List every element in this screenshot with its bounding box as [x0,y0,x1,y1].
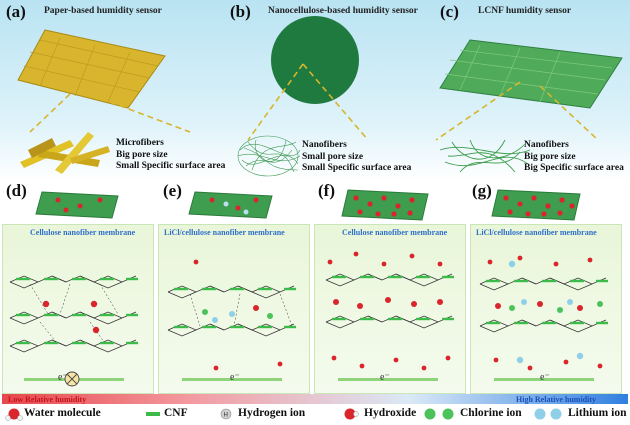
panel-a-description: Microfibers Big pore size Small Specific… [116,138,225,173]
top-illustrations [17,16,623,177]
panel-a-title: Paper-based humidity sensor [44,6,162,16]
cnf-icon [146,412,160,416]
legend-hydroxide-label: Hydroxide [364,407,417,419]
panel-d-label: (d) [6,181,27,200]
panel-g-box [470,224,622,394]
legend-chlorine-label: Chlorine ion [460,407,522,419]
panel-a-line: Small Specific surface area [116,161,226,171]
hydrogen-ion-icon: H [220,408,232,420]
panel-c-line: Nanofibers [524,140,569,150]
membrane-g [491,189,581,221]
panel-e-title: LiCl/cellulose nanofiber membrane [164,228,285,237]
panel-b-line: Nanofibers [302,140,347,150]
blocked-symbol [64,371,80,387]
panel-f-title: Cellulose nanofiber membrane [342,228,448,237]
zoom-lines-b [247,63,369,141]
structure-f [324,251,456,371]
panel-f-box [314,224,466,394]
molecular-structures [8,251,610,387]
zoom-lines-a [29,93,191,133]
panel-a-line: Big pore size [116,149,168,160]
electron-f: e⁻ [380,372,390,383]
legend-icons: H [5,408,562,421]
membrane-f [341,189,429,221]
membrane-thumbnails [35,189,581,221]
panel-f-label: (f) [318,181,335,200]
electron-d: e⁻ [58,372,68,383]
legend-cnf-label: CNF [164,407,188,419]
chlorine-ion-icon [424,408,454,420]
panel-b-line: Small Specific surface area [302,163,412,173]
panel-c-line: Big Specific surface area [524,163,624,173]
panel-c-description: Nanofibers Big pore size Big Specific su… [524,140,624,175]
panel-e-label: (e) [163,181,182,200]
hydroxide-icon [344,408,359,420]
panel-e-box [158,224,310,394]
panel-d-title: Cellulose nanofiber membrane [30,228,136,237]
panel-c-label: (c) [440,2,459,21]
structure-d [8,274,140,354]
panel-a-label: (a) [6,2,26,21]
high-humidity-label: High Relative humidity [516,395,597,404]
structure-g [478,255,610,371]
loose-nanofiber-network [439,139,531,173]
humidity-gradient-bar [2,394,628,404]
panel-g-title: LiCl/cellulose nanofiber membrane [476,228,597,237]
panel-g-label: (g) [472,181,492,200]
low-humidity-label: Low Relative humidity [8,395,87,404]
water-molecule-icon [5,408,23,421]
panel-c-title: LCNF humidity sensor [478,6,572,16]
legend-water-label: Water molecule [24,407,101,419]
microfibers-illustration [20,132,110,174]
panel-b-title: Nanocellulose-based humidity sensor [268,6,418,16]
svg-text:H: H [224,412,229,419]
nanofiber-ball [237,135,301,177]
legend-hydrogen-label: Hydrogen ion [238,407,306,419]
lcnf-mat-illustration [439,39,623,109]
electron-e: e⁻ [230,372,240,383]
legend-lithium-label: Lithium ion [568,407,627,419]
panel-b-description: Nanofibers Small pore size Small Specifi… [302,140,411,175]
membrane-e [188,191,273,219]
panel-c-line: Big pore size [524,151,576,162]
structure-e [166,259,298,371]
panel-b-line: Small pore size [302,151,364,162]
panel-b-label: (b) [230,2,251,21]
panel-a-line: Microfibers [116,138,164,148]
lithium-ion-icon [534,408,562,420]
panel-d-box [2,224,154,394]
paper-sheet-illustration [17,29,166,109]
zoom-lines-c [435,81,599,141]
electron-g: e⁻ [540,372,550,383]
conduction-lines [24,378,594,381]
nanocellulose-disk [271,16,359,104]
membrane-d [35,191,119,219]
